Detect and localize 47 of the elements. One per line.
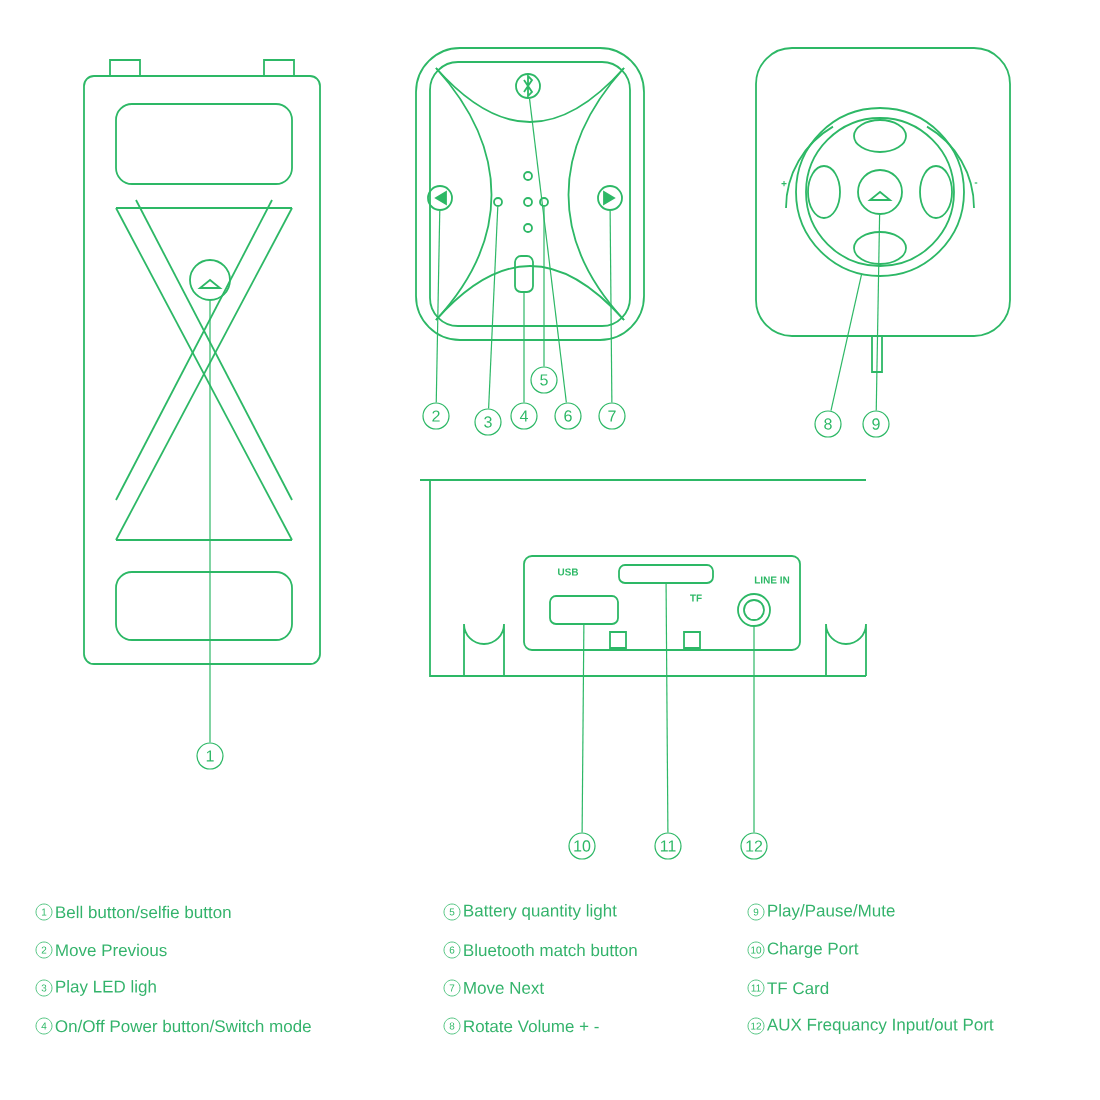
- audio-jack: [737, 593, 771, 627]
- item-text: Battery quantity light: [464, 904, 617, 920]
- leader-line: [488, 206, 499, 410]
- callout-number: 9: [862, 410, 890, 438]
- power-switch: [514, 255, 534, 293]
- leader-line: [609, 210, 613, 403]
- callout-number: 2: [422, 402, 450, 430]
- item-text: Bluetooth match button: [464, 943, 637, 957]
- callout-number: 10: [568, 832, 596, 860]
- card-slot: [618, 564, 714, 584]
- callout-number: 6: [554, 402, 582, 430]
- item-text: Play/Pause/Mute: [768, 904, 895, 920]
- callout-number: 12: [740, 832, 768, 860]
- callout-number: 8: [814, 410, 842, 438]
- leader-line: [209, 300, 211, 743]
- callout-number: 5: [530, 366, 558, 394]
- leader-line: [830, 274, 863, 412]
- item-text: On/Off Power button/Switch mode: [55, 1019, 311, 1033]
- item-text: AUX Frequancy Input/out Port: [766, 1018, 994, 1034]
- item-text: Move Previous: [56, 943, 167, 957]
- callout-number: 7: [598, 402, 626, 430]
- leader-line: [581, 624, 585, 833]
- item-text: Rotate Volume + -: [464, 1019, 599, 1033]
- bell-button: [189, 259, 231, 301]
- usb-port: [549, 595, 619, 625]
- item-text: Play LED ligh: [56, 980, 156, 996]
- item-text: TF Card: [767, 981, 829, 995]
- item-text: Charge Port: [767, 942, 859, 958]
- leader-line: [753, 626, 755, 833]
- callout-number: 3: [474, 408, 502, 436]
- leader-line: [543, 206, 545, 367]
- next-button: [597, 185, 623, 211]
- leader-line: [665, 583, 669, 833]
- item-text: Bell button/selfie button: [56, 905, 231, 919]
- callout-number: 1: [196, 742, 224, 770]
- previous-button: [427, 185, 453, 211]
- callout-number: 11: [654, 832, 682, 860]
- callout-number: 4: [510, 402, 538, 430]
- item-text: Move Next: [464, 982, 544, 994]
- indicator-light: [493, 197, 503, 207]
- leader-line: [528, 98, 567, 404]
- play-button: [857, 169, 903, 215]
- leader-line: [435, 210, 441, 403]
- leader-line: [523, 292, 525, 403]
- volume-ring: [795, 107, 965, 277]
- indicator-light: [539, 197, 549, 207]
- bluetooth-button: [515, 73, 541, 99]
